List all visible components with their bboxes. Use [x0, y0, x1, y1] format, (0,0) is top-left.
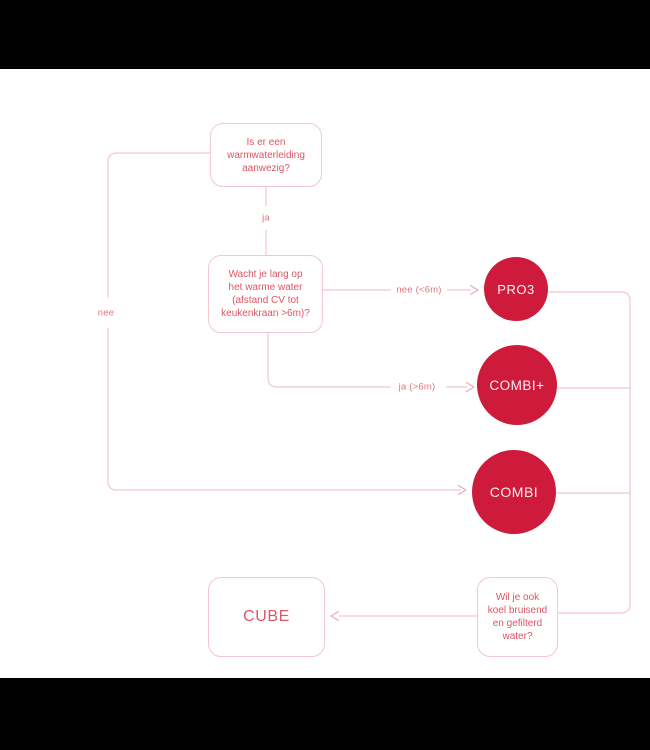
question-line: water?: [502, 631, 533, 642]
edge-label-nee-kleiner-6m: nee (<6m): [394, 284, 444, 296]
arrowhead-to-combiplus: [465, 381, 475, 393]
node-product-cube: CUBE: [208, 577, 325, 657]
arrowhead-to-combi: [457, 484, 467, 496]
question-line: en gefilterd: [492, 618, 543, 629]
connector-ja6m-left: [267, 333, 391, 388]
node-question-wachttijd: Wacht je lang op het warme water (afstan…: [208, 255, 323, 333]
connector-nee-upper: [107, 152, 210, 298]
edge-label-nee: nee: [95, 307, 117, 319]
edge-label-ja: ja: [260, 212, 272, 224]
node-question-koel-bruisend: Wil je ook koel bruisend en gefilterd wa…: [477, 577, 558, 657]
product-label: PRO3: [497, 281, 535, 297]
question-line: (afstand CV tot: [232, 295, 299, 306]
product-label: COMBI+: [489, 377, 545, 393]
node-product-combi-plus: COMBI+: [477, 345, 557, 425]
product-label: COMBI: [489, 484, 539, 500]
product-label: CUBE: [243, 608, 290, 625]
connector-nee-lower: [107, 328, 461, 491]
node-question-warmwaterleiding: Is er een warmwaterleiding aanwezig?: [210, 123, 322, 187]
question-line: warmwaterleiding: [227, 149, 305, 161]
question-line: Is er een: [246, 136, 286, 148]
node-product-combi: COMBI: [472, 450, 556, 534]
question-line: keukenkraan >6m)?: [221, 308, 310, 319]
arrowhead-to-cube: [330, 610, 340, 622]
connector-right-rail: [548, 291, 631, 614]
node-product-pro3: PRO3: [484, 257, 548, 321]
letterbox-bottom-bar: [0, 678, 650, 750]
letterbox-top-bar: [0, 0, 650, 69]
arrowhead-to-pro3: [469, 284, 479, 296]
question-line: koel bruisend: [487, 605, 548, 616]
question-line: aanwezig?: [242, 162, 290, 174]
edge-label-ja-groter-6m: ja (>6m): [396, 381, 438, 393]
question-line: Wacht je lang op: [228, 269, 303, 280]
question-line: Wil je ook: [495, 592, 540, 603]
question-line: het warme water: [228, 282, 303, 293]
